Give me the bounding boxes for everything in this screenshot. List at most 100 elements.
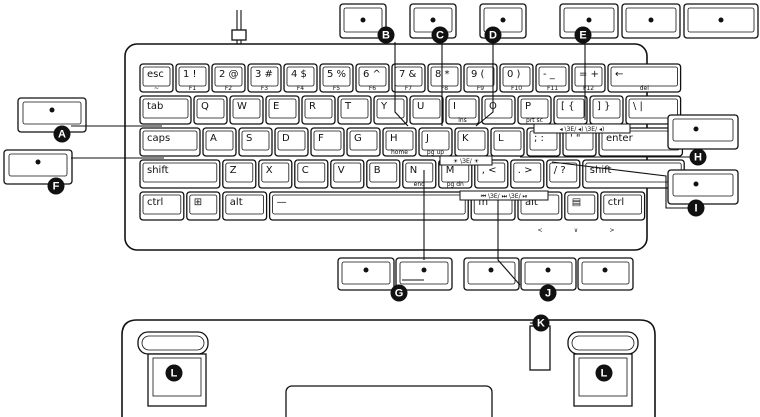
callout-k: K [532,314,550,332]
key-row4-1[interactable]: ⊞ [186,191,221,221]
key-sublabel: ~ [154,85,159,92]
key-label: S [246,133,252,144]
key-row3-5[interactable]: B [366,159,401,189]
key-row0-6[interactable]: 6 ^F6 [355,63,390,93]
key-row4-6[interactable]: ▤ [564,191,599,221]
key-row0-11[interactable]: - _F11 [535,63,570,93]
key-row2-3[interactable]: D [274,127,309,157]
key-row1-3[interactable]: E [265,95,300,125]
key-row0-0[interactable]: esc~ [139,63,174,93]
side-key-computer-icon[interactable] [17,97,87,133]
key-row4-0[interactable]: ctrl [139,191,185,221]
arrow-label: > [609,227,614,234]
key-row0-10[interactable]: 0 )F10 [499,63,534,93]
key-row1-13[interactable]: \ | [625,95,682,125]
key-row1-6[interactable]: Y [373,95,408,125]
key-label: ' " [570,133,581,144]
key-label: B [374,165,381,176]
key-label: D [282,133,290,144]
key-label: N [410,165,417,176]
key-label: Z [230,165,237,176]
key-row3-1[interactable]: Z [222,159,257,189]
key-row2-5[interactable]: G [346,127,381,157]
key-row0-4[interactable]: 4 $F4 [283,63,318,93]
key-label: shift [147,165,169,176]
key-sublabel: pg up [427,149,444,156]
key-row1-1[interactable]: Q [193,95,228,125]
key-row3-4[interactable]: V [330,159,365,189]
key-row2-0[interactable]: caps [139,127,201,157]
side-key-clipboard-icon[interactable] [667,169,739,205]
key-row1-7[interactable]: U [409,95,444,125]
key-label: I [453,101,456,112]
key-row2-9[interactable]: L [490,127,525,157]
key-row0-3[interactable]: 3 #F3 [247,63,282,93]
key-label: ⊞ [194,197,202,208]
e-strip-label: ◂ \ЗЕ/ ◂) \ЗЕ/ ◂) [560,126,605,133]
key-row3-2[interactable]: X [258,159,293,189]
key-row1-5[interactable]: T [337,95,372,125]
key-row1-11[interactable]: [ { [553,95,588,125]
key-row3-0[interactable]: shift [139,159,221,189]
key-row2-4[interactable]: F [310,127,345,157]
key-row3-9[interactable]: . > [510,159,545,189]
key-label: = + [579,69,599,80]
top-key-mute-icon[interactable] [683,3,759,39]
key-row1-12[interactable]: ] } [589,95,624,125]
key-sublabel: F1 [189,85,196,92]
key-label: K [462,133,469,144]
arrow-label: < [537,227,542,234]
key-row0-8[interactable]: 8 *F8 [427,63,462,93]
key-row0-1[interactable]: 1 !F1 [175,63,210,93]
bottom-key-play-pause-icon[interactable] [577,257,634,291]
key-label: P [525,101,531,112]
key-label: tab [147,101,163,112]
key-row3-3[interactable]: C [294,159,329,189]
callout-d: D [484,26,502,44]
key-row2-1[interactable]: A [202,127,237,157]
key-row1-4[interactable]: R [301,95,336,125]
key-row0-5[interactable]: 5 %F5 [319,63,354,93]
bottom-key-crown-icon[interactable] [337,257,395,291]
key-label: W [237,101,247,112]
key-sublabel: end [414,181,425,188]
side-key-lock-icon[interactable] [3,149,73,185]
key-row1-0[interactable]: tab [139,95,192,125]
top-key-volume-up-icon[interactable] [621,3,681,39]
callout-label: I [694,203,697,215]
key-label: , < [482,165,497,176]
key-row1-9[interactable]: O [481,95,516,125]
key-label: ctrl [608,197,624,208]
key-label: Q [201,101,209,112]
key-row0-7[interactable]: 7 &F7 [391,63,426,93]
key-label: A [210,133,217,144]
g-strip-label: ☀ \ЗЕ/ ☀ [453,158,480,165]
key-row3-10[interactable]: / ? [546,159,581,189]
j-strip-label: ⏮ \ЗЕ/ ⏭ \ЗЕ/ ⏯ [481,193,528,200]
leader-lines [71,42,690,345]
key-label: alt [230,197,243,208]
key-row0-12[interactable]: = +F12 [571,63,606,93]
key-row4-3[interactable]: — [268,191,469,221]
side-key-screenshot-icon[interactable] [667,114,739,150]
callout-label: C [436,30,444,42]
key-row0-9[interactable]: 9 (F9 [463,63,498,93]
key-row2-7[interactable]: Jpg up [418,127,453,157]
key-row0-2[interactable]: 2 @F2 [211,63,246,93]
key-sublabel: F10 [511,85,522,92]
top-key-crescent-moon-icon[interactable] [339,3,387,39]
key-row4-2[interactable]: alt [222,191,268,221]
key-label: V [338,165,345,176]
key-row2-8[interactable]: K [454,127,489,157]
key-row1-2[interactable]: W [229,95,264,125]
key-row0-13[interactable]: ←del [607,63,682,93]
bottom-key-dash-crown-icon[interactable] [395,257,453,291]
bottom-key-previous-track-icon[interactable] [463,257,520,291]
key-label: 5 % [327,69,346,80]
key-row2-2[interactable]: S [238,127,273,157]
key-row4-7[interactable]: ctrl [600,191,646,221]
